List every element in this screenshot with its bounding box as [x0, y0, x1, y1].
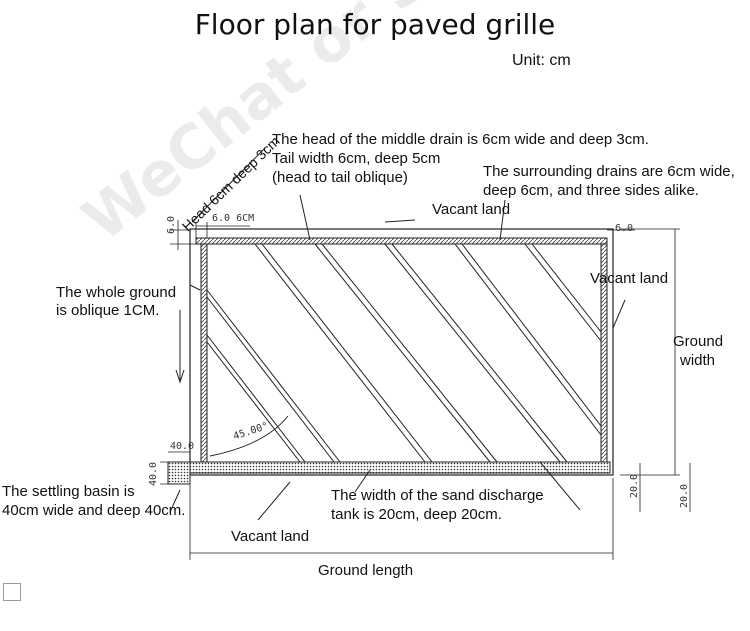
ground-oblique-note-1: The whole ground — [56, 284, 177, 301]
vacant-land-top: Vacant land — [432, 201, 511, 218]
top-drain — [195, 237, 608, 245]
ground-oblique-note-2: is oblique 1CM. — [56, 302, 160, 319]
dim-settling-top-40: 40.0 — [170, 441, 195, 452]
ground-width-label-2: width — [680, 352, 716, 369]
sand-discharge-tank — [189, 461, 611, 474]
slope-arrow — [175, 310, 185, 384]
ground-length-label: Ground length — [318, 562, 414, 579]
vacant-land-right: Vacant land — [590, 270, 669, 287]
vacant-land-bottom: Vacant land — [231, 528, 310, 545]
surrounding-drain-note-1: The surrounding drains are 6cm wide, — [483, 163, 735, 180]
settling-basin-note-2: 40cm wide and deep 40cm. — [2, 502, 186, 519]
dim-top-6cm: 6.0 6CM — [212, 213, 255, 224]
page-title: Floor plan for paved grille — [194, 8, 556, 41]
surrounding-drain-note-2: deep 6cm, and three sides alike. — [483, 182, 699, 199]
broken-image-icon — [3, 583, 21, 601]
middle-drains — [206, 243, 602, 463]
angle-arc — [209, 415, 289, 457]
middle-drain-note-1: The head of the middle drain is 6cm wide… — [272, 131, 649, 148]
middle-drain-note-2: Tail width 6cm, deep 5cm — [272, 150, 441, 167]
dim-right-6: 6.0 — [615, 223, 634, 234]
dim-sand-20-b: 20.0 — [679, 483, 690, 508]
settling-basin — [167, 461, 191, 485]
ground-width-label-1: Ground — [673, 333, 724, 350]
dim-settling-side-40: 40.0 — [148, 461, 159, 486]
unit-label: Unit: cm — [512, 52, 571, 69]
dim-left-6: 6.0 — [166, 215, 177, 234]
left-drain — [200, 243, 208, 463]
ground-boundary — [189, 228, 614, 476]
settling-basin-note-1: The settling basin is — [2, 483, 135, 500]
sand-tank-note-1: The width of the sand discharge — [331, 487, 544, 504]
middle-drain-note-3: (head to tail oblique) — [272, 169, 408, 186]
dim-sand-20-a: 20.0 — [629, 473, 640, 498]
sand-tank-note-2: tank is 20cm, deep 20cm. — [331, 506, 502, 523]
